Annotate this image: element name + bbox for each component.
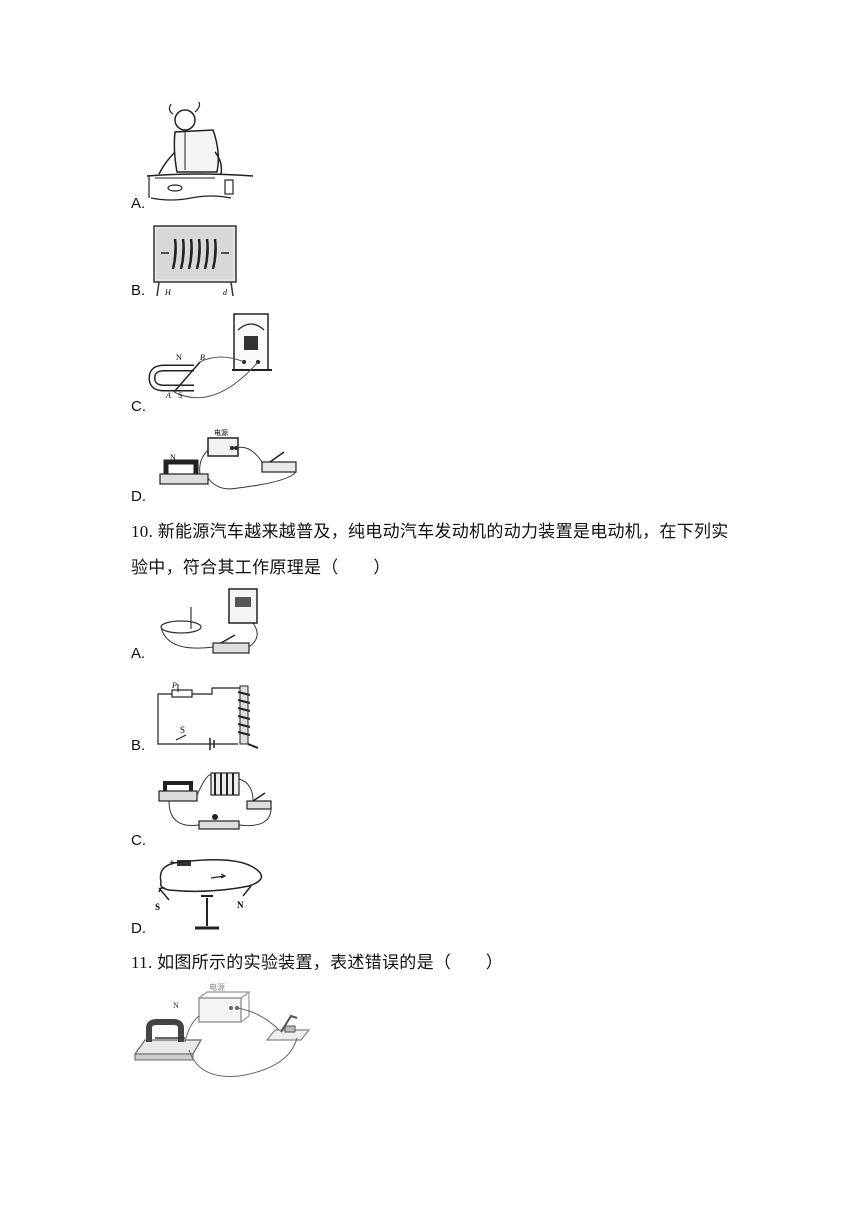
q9-figure-b-solenoid-filings: H d <box>153 225 237 297</box>
q9c-s-label: S <box>178 391 182 400</box>
q10-figure-a-oersted-circuit <box>155 585 265 657</box>
q10-option-c-label: C. <box>131 832 146 849</box>
q9-figure-c-induction-galvanometer: N B A S <box>148 310 278 410</box>
q9-option-c-label: C. <box>131 398 146 415</box>
q11-figure-motor-circuit: 电源 N <box>133 982 313 1086</box>
q9-figure-a-oersted <box>145 102 255 212</box>
q10b-p-label: P <box>171 681 177 690</box>
q11-n-label: N <box>173 1001 179 1010</box>
q11-power-label: 电源 <box>209 982 225 992</box>
q10-figure-d-compass-wire: + − S N <box>155 854 265 934</box>
q9d-n-label: N <box>170 453 176 462</box>
q10-figure-c-motor-circuit <box>155 765 275 837</box>
q10d-s-label: S <box>155 902 160 912</box>
q9d-power-label: 电源 <box>214 428 228 437</box>
q9c-n-label: N <box>176 353 182 362</box>
q9b-right-label: d <box>223 288 228 297</box>
q10-option-a-label: A. <box>131 645 146 662</box>
q10d-n-label: N <box>237 900 244 910</box>
q9-option-b-label: B. <box>131 282 146 299</box>
q10-stem-line-2: 验中，符合其工作原理是（ ） <box>131 558 391 577</box>
q11-stem: 11. 如图所示的实验装置，表述错误的是（ ） <box>131 953 504 972</box>
q10-figure-b-electromagnet-circuit: P S <box>152 680 262 750</box>
q9b-left-label: H <box>164 288 172 297</box>
q10d-minus-label: − <box>193 856 199 867</box>
q10b-s-label: S <box>180 725 185 735</box>
q9-option-d-label: D. <box>131 488 146 505</box>
q9c-b-label: B <box>200 353 205 362</box>
q9c-a-label: A <box>165 391 171 400</box>
q10-stem-line-1: 10. 新能源汽车越来越普及，纯电动汽车发动机的动力装置是电动机，在下列实 <box>131 522 729 541</box>
q9-figure-d-motor-circuit: 电源 N <box>152 426 302 490</box>
q10-option-b-label: B. <box>131 737 146 754</box>
q9-option-a-label: A. <box>131 195 146 212</box>
q10-option-d-label: D. <box>131 920 146 937</box>
